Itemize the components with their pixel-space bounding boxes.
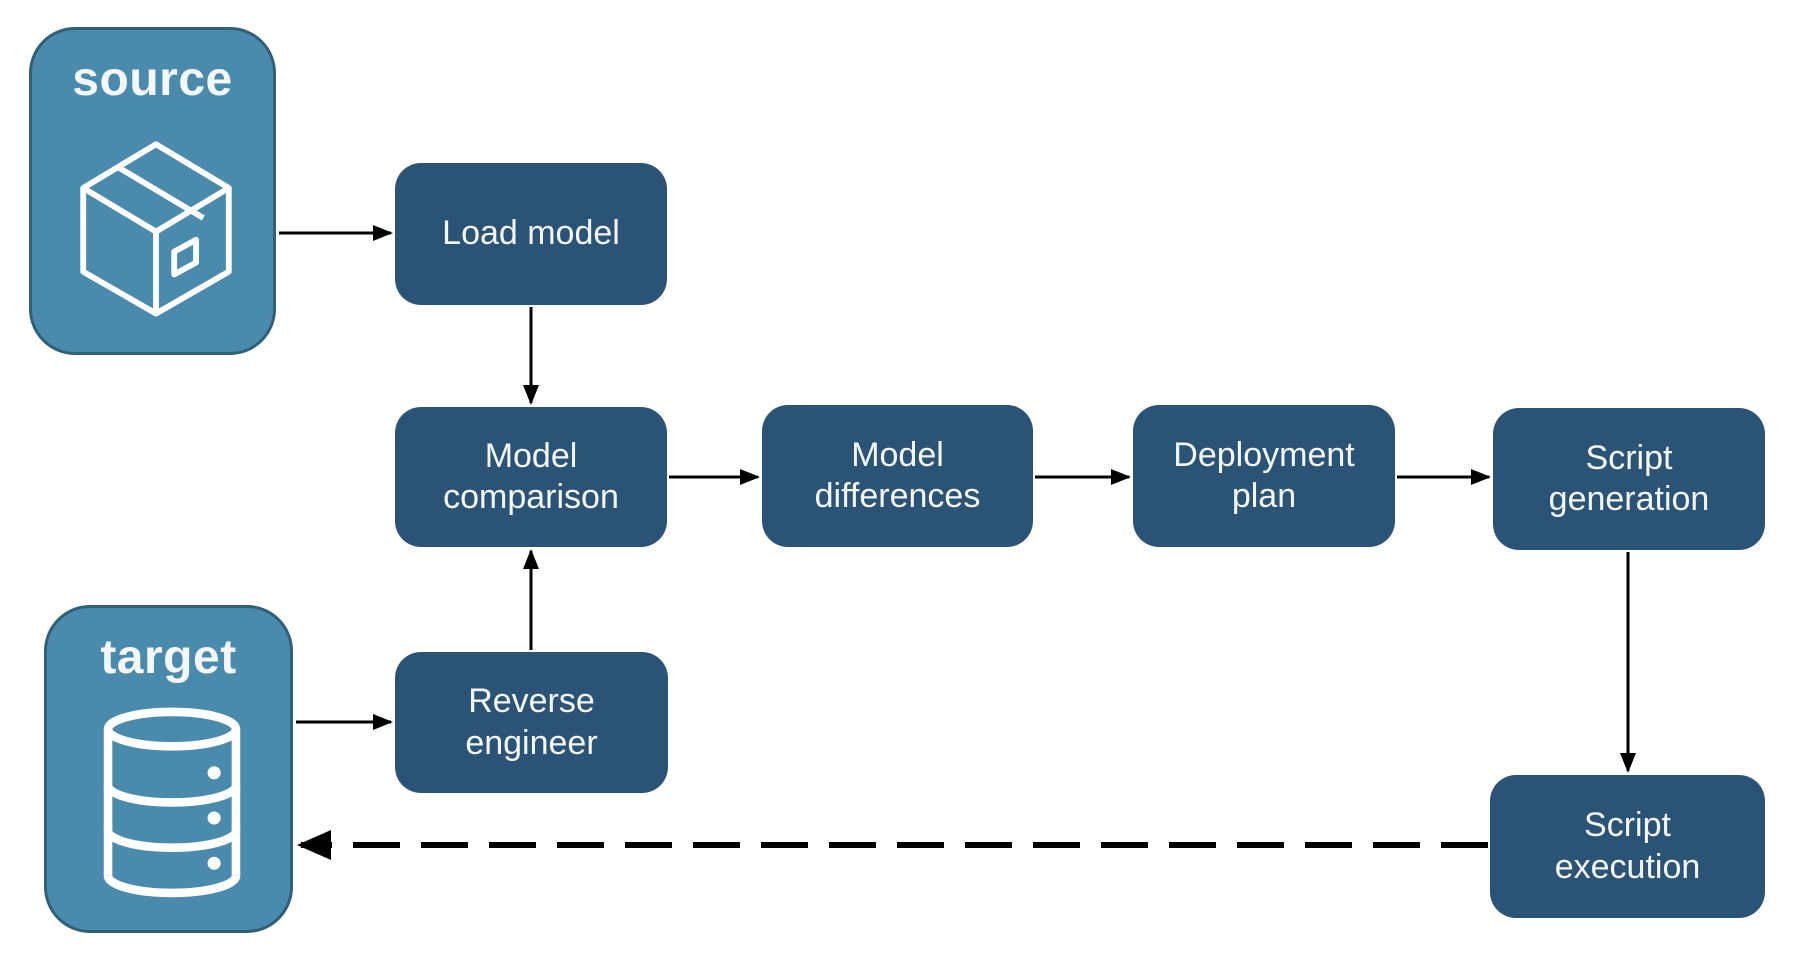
step-script-execution: Script execution: [1490, 775, 1765, 918]
step-model-comparison: Model comparison: [395, 407, 667, 547]
step-load-model-label: Load model: [442, 214, 620, 253]
entity-target-label: target: [100, 631, 237, 684]
step-script-generation: Script generation: [1493, 408, 1765, 550]
step-model-differences-label: Model differences: [814, 435, 981, 515]
step-deployment-plan-label: Deployment plan: [1173, 435, 1355, 515]
step-load-model: Load model: [395, 163, 667, 305]
step-script-execution-label: Script execution: [1554, 806, 1701, 886]
package-icon: [80, 141, 232, 317]
step-deployment-plan: Deployment plan: [1133, 405, 1395, 547]
entity-source-label: source: [72, 53, 233, 106]
step-reverse-engineer: Reverse engineer: [395, 652, 668, 793]
step-model-differences: Model differences: [762, 405, 1033, 547]
entity-source: source: [29, 27, 276, 355]
database-icon: [103, 707, 241, 898]
step-script-generation-label: Script generation: [1548, 438, 1710, 518]
step-reverse-engineer-label: Reverse engineer: [465, 682, 598, 762]
step-model-comparison-label: Model comparison: [443, 436, 619, 516]
entity-target: target: [44, 605, 293, 933]
